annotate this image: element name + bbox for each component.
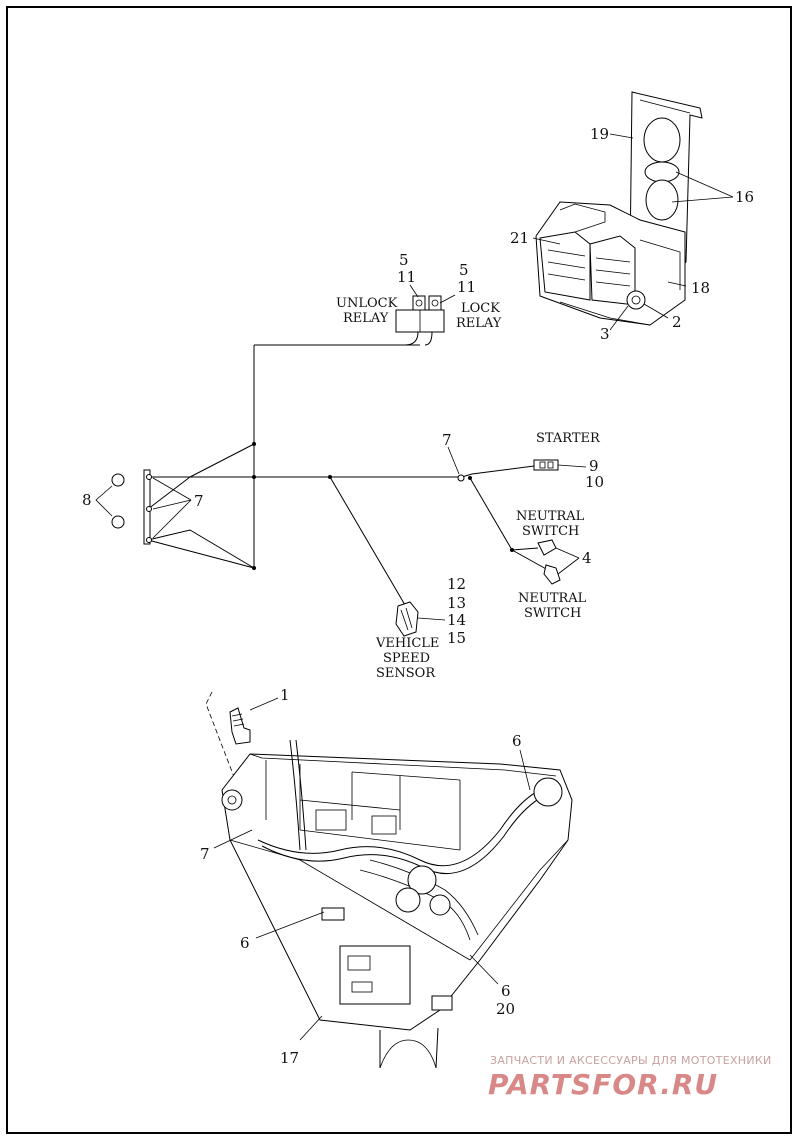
left-connector (95, 469, 192, 545)
neutral-switch-a-label-2: SWITCH (522, 524, 579, 539)
callout-11-lock: 11 (457, 278, 476, 296)
callout-20: 20 (496, 1000, 515, 1018)
callout-2: 2 (672, 313, 682, 331)
callout-5-lock: 5 (459, 261, 469, 279)
wiring-harness (147, 331, 549, 606)
callout-19: 19 (590, 125, 609, 143)
starter-label: STARTER (536, 431, 601, 446)
drawing-border (6, 6, 792, 1134)
electrical-tray-assembly (205, 691, 573, 1069)
callout-16: 16 (735, 188, 754, 206)
callout-11-unlock: 11 (397, 268, 416, 286)
relay-leader-lines (532, 133, 734, 331)
neutral-switch-a-label-1: NEUTRAL (516, 509, 585, 524)
unlock-relay-label-2: RELAY (343, 311, 389, 326)
callout-6-left: 6 (240, 934, 250, 952)
vss-label-3: SENSOR (376, 666, 436, 681)
neutral-switch-b-label-1: NEUTRAL (518, 591, 587, 606)
vss-label-2: SPEED (383, 651, 430, 666)
callout-18: 18 (691, 279, 710, 297)
callout-9: 9 (589, 457, 599, 475)
relay-bracket-assembly (535, 91, 703, 326)
callout-8: 8 (82, 491, 92, 509)
neutral-switch-b-label-2: SWITCH (524, 606, 581, 621)
vehicle-speed-sensor-connector (395, 601, 446, 637)
callout-6-top: 6 (512, 732, 522, 750)
watermark-subtitle: ЗАПЧАСТИ И АКСЕССУАРЫ ДЛЯ МОТОТЕХНИКИ (490, 1054, 772, 1067)
callout-13: 13 (447, 594, 466, 612)
callout-5-unlock: 5 (399, 251, 409, 269)
callout-7-left: 7 (194, 492, 204, 510)
callout-7-top: 7 (442, 431, 452, 449)
lock-relay-label-2: RELAY (456, 316, 502, 331)
starter-connector (447, 446, 587, 482)
relay-connectors (395, 284, 456, 333)
vss-label-1: VEHICLE (375, 636, 439, 651)
callout-7-tray: 7 (200, 845, 210, 863)
callout-6-right: 6 (501, 982, 511, 1000)
callout-17: 17 (280, 1049, 299, 1067)
callout-21: 21 (510, 229, 529, 247)
callout-10: 10 (585, 473, 604, 491)
callout-15: 15 (447, 629, 466, 647)
callout-4: 4 (582, 549, 592, 567)
watermark-logo: PARTSFOR.RU (488, 1068, 718, 1101)
lock-relay-label-1: LOCK (461, 301, 500, 316)
unlock-relay-label-1: UNLOCK (336, 296, 398, 311)
callout-3: 3 (600, 325, 610, 343)
callout-14: 14 (447, 611, 466, 629)
neutral-switch-connectors (537, 539, 580, 585)
callout-12: 12 (447, 575, 466, 593)
callout-1: 1 (280, 686, 290, 704)
